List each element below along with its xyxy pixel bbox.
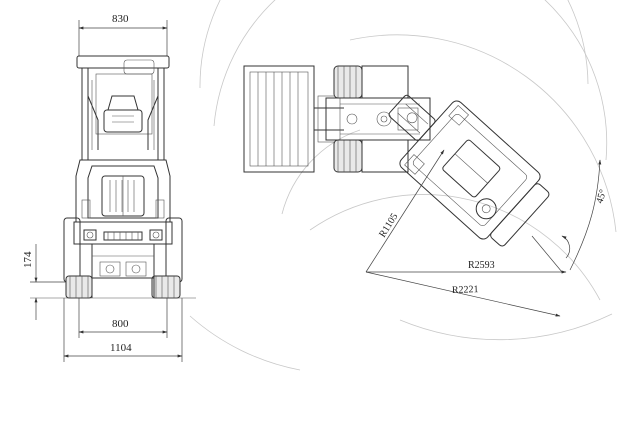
- dimension-1104: 1104: [63, 298, 183, 362]
- engine-body: [75, 159, 171, 223]
- top-tracks: [325, 65, 431, 173]
- undercarriage: [91, 243, 155, 298]
- dozer-blade: [243, 65, 344, 173]
- top-view: R1105 R2593 R2221 45°: [189, 0, 617, 371]
- upper-structure: [388, 94, 550, 247]
- radius-r2593-label: R2593: [468, 260, 495, 271]
- dimension-800: 800: [78, 298, 168, 338]
- swing-arcs: [189, 0, 617, 371]
- dimension-1104-label: 1104: [110, 342, 132, 354]
- dimension-830: 830: [78, 13, 168, 56]
- rops-canopy: [76, 55, 170, 160]
- radius-r1105-label: R1105: [377, 211, 400, 239]
- right-track: [151, 217, 183, 299]
- dimension-830-label: 830: [112, 13, 129, 25]
- radius-r2221-label: R2221: [452, 284, 479, 296]
- swing-angle-label: 45°: [594, 188, 609, 205]
- lower-frame: [73, 221, 173, 245]
- dimension-174: 174: [22, 244, 66, 320]
- radius-lines: [365, 149, 602, 317]
- dimension-174-label: 174: [22, 251, 34, 268]
- dimension-800-label: 800: [112, 318, 129, 330]
- left-track: [63, 217, 93, 299]
- front-view: 830: [22, 13, 196, 362]
